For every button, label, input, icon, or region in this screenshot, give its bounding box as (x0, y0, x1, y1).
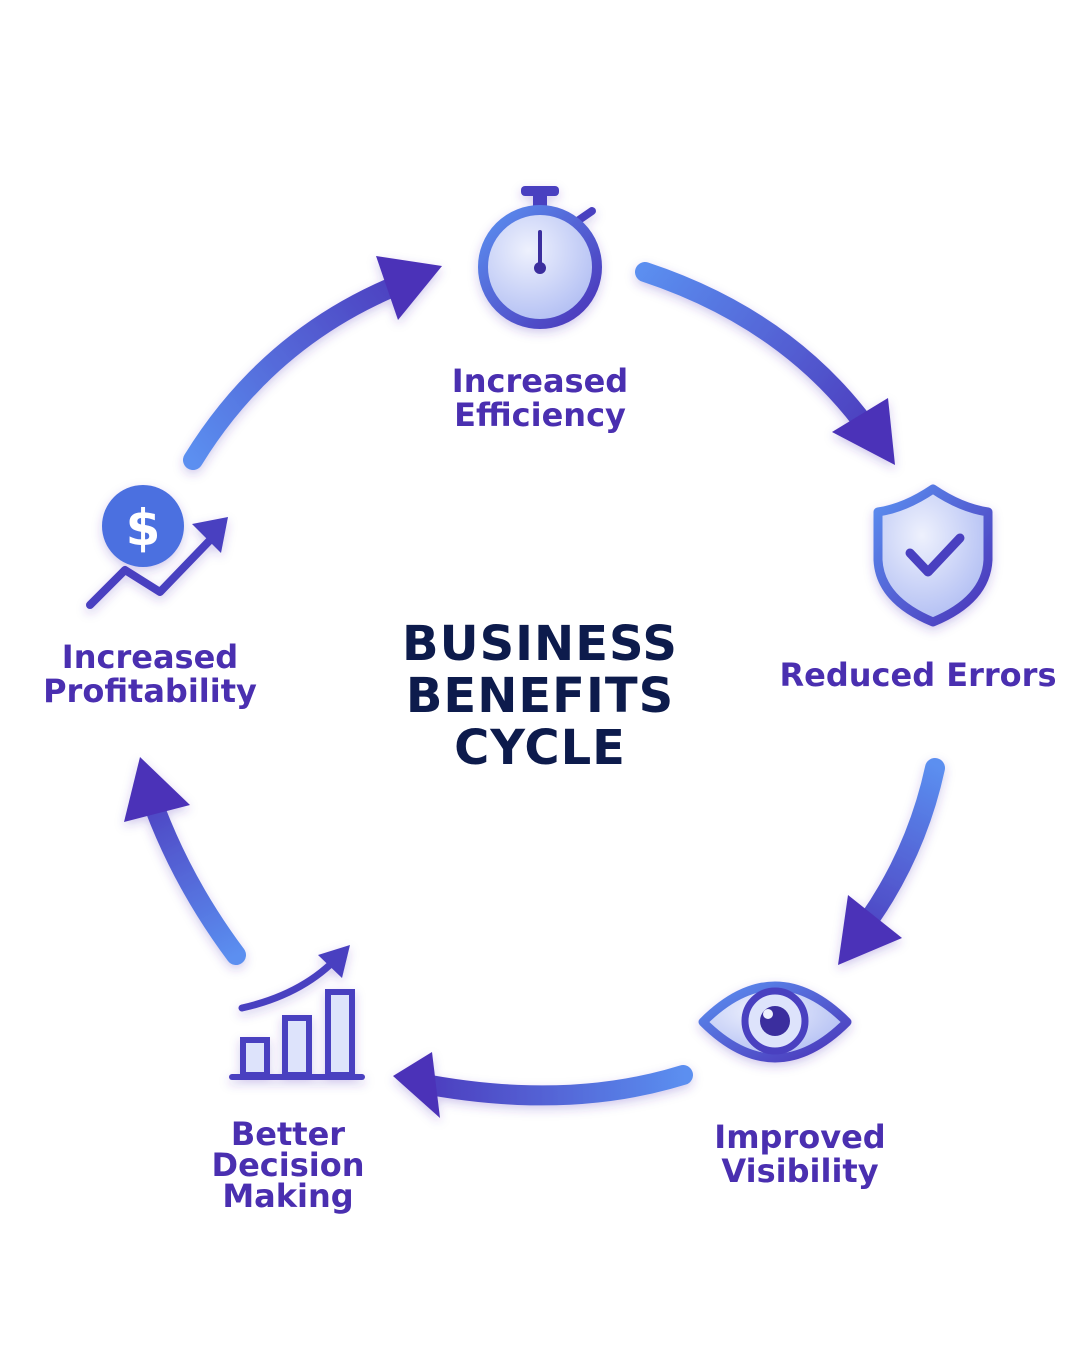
step-label-line: Profitability (43, 672, 257, 710)
step-label-line: Reduced Errors (779, 656, 1057, 694)
step-label-line: Visibility (721, 1152, 879, 1190)
dollar-growth-icon: $ (86, 485, 228, 609)
arrow-errors-to-visibility (838, 758, 945, 965)
step-label-line: Increased (61, 638, 239, 676)
eye-icon (698, 981, 852, 1063)
step-label-increased-profitability: Increased Profitability (20, 640, 280, 708)
step-label-line: Improved (714, 1118, 886, 1156)
stopwatch-icon (478, 186, 602, 329)
step-label-better-decision-making: Better Decision Making (178, 1115, 398, 1215)
step-label-reduced-errors: Reduced Errors (768, 658, 1068, 692)
svg-text:$: $ (126, 499, 161, 557)
step-label-line: Increased (451, 362, 629, 400)
arrow-decision-to-profitability (124, 757, 246, 965)
bar-chart-growth-icon (229, 945, 365, 1080)
shield-check-icon (873, 484, 993, 627)
arrow-visibility-to-decision (393, 1052, 693, 1118)
title-line-1: BUSINESS (402, 616, 678, 672)
title-line-3: CYCLE (454, 720, 626, 776)
step-label-line: Efficiency (454, 396, 626, 434)
step-label-line: Decision (211, 1146, 365, 1184)
diagram-title: BUSINESS BENEFITS CYCLE (340, 618, 740, 774)
arrow-efficiency-to-errors (635, 262, 895, 465)
step-label-improved-visibility: Improved Visibility (680, 1120, 920, 1188)
title-line-2: BENEFITS (405, 668, 675, 724)
step-label-increased-efficiency: Increased Efficiency (400, 364, 680, 432)
step-label-line: Making (222, 1177, 354, 1215)
arrow-profitability-to-efficiency (183, 256, 442, 470)
step-label-line: Better (230, 1115, 346, 1153)
